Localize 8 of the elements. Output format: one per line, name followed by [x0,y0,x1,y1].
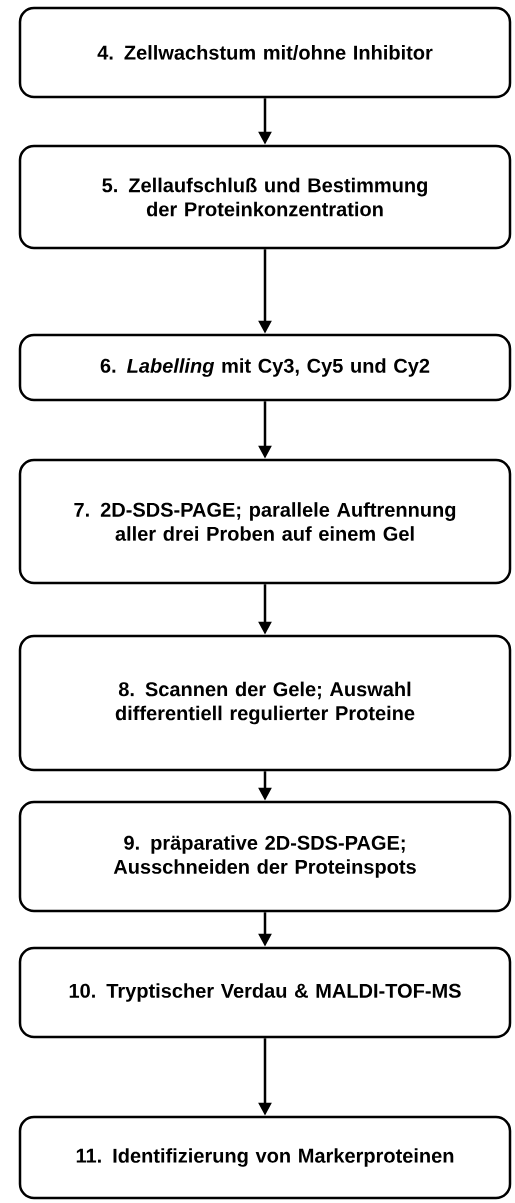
process-box: 6. Labelling mit Cy3, Cy5 und Cy2 [18,333,512,402]
process-box: 4. Zellwachstum mit/ohne Inhibitor [18,6,512,99]
process-box: 9. präparative 2D-SDS-PAGE; Ausschneiden der Proteinspots [18,800,512,913]
process-box: 11. Identifizierung von Markerproteinen [18,1115,512,1200]
process-box: 7. 2D-SDS-PAGE; parallele Auftrennung aller drei Proben auf einem Gel [18,458,512,585]
process-box: 5. Zellaufschluß und Bestimmung der Proteinkonzentration [18,144,512,250]
process-box: 10. Tryptischer Verdau & MALDI-TOF-MS [18,946,512,1039]
process-box: 8. Scannen der Gele; Auswahl differentiell regulierter Proteine [18,634,512,772]
